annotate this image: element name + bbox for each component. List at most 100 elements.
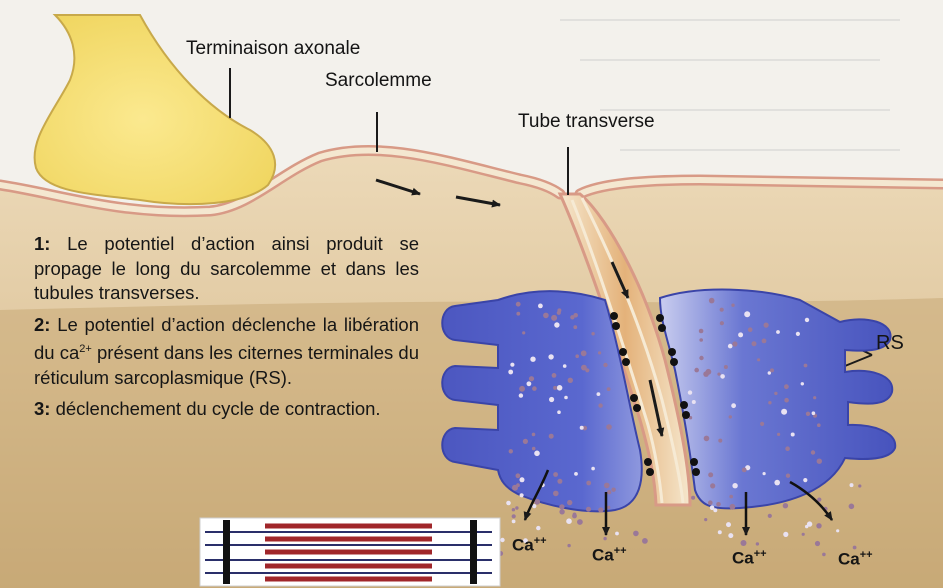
calcium-ion (752, 341, 757, 346)
calcium-ion (563, 364, 567, 368)
step-1-text: Le potentiel d’action ainsi produit se p… (34, 233, 419, 303)
calcium-ion (768, 401, 771, 404)
calcium-ion (551, 315, 557, 321)
ca-label-2: Ca++ (592, 545, 627, 566)
steps-text: 1: Le potentiel d’action ainsi produit s… (34, 232, 419, 429)
calcium-ion (805, 318, 809, 322)
calcium-ion (538, 304, 543, 309)
calcium-ion (597, 392, 601, 396)
calcium-ion (615, 532, 619, 536)
calcium-ion (796, 332, 800, 336)
calcium-ion (559, 509, 564, 514)
calcium-ion (580, 426, 584, 430)
calcium-ion (549, 397, 554, 402)
calcium-ion (607, 490, 611, 494)
calcium-ion (781, 409, 787, 415)
calcium-ion (728, 344, 733, 349)
label-sr: RS (876, 332, 904, 355)
calcium-ion (515, 506, 518, 509)
calcium-ion (710, 483, 715, 488)
calcium-ion (581, 365, 587, 371)
calcium-ion (699, 329, 704, 334)
calcium-ion (732, 483, 737, 488)
calcium-ion (774, 392, 777, 395)
calcium-ion (718, 439, 722, 443)
calcium-ion (724, 365, 728, 369)
calcium-ion (836, 529, 839, 532)
calcium-ion (573, 325, 577, 329)
ca-label-3: Ca++ (732, 548, 767, 569)
calcium-ion (803, 478, 807, 482)
calcium-ion (688, 390, 692, 394)
calcium-ion (730, 504, 736, 510)
calcium-ion (508, 370, 513, 375)
calcium-ion (549, 434, 554, 439)
calcium-ion (726, 522, 731, 527)
step-2-number: 2: (34, 314, 50, 335)
calcium-ion (548, 354, 553, 359)
step-2-text-after: présent dans les citernes terminales du … (34, 342, 419, 388)
calcium-ion (603, 537, 606, 540)
calcium-ion (708, 472, 713, 477)
ca-label-4: Ca++ (838, 549, 873, 570)
calcium-ion (791, 433, 795, 437)
calcium-ion (591, 467, 595, 471)
calcium-ion (557, 410, 561, 414)
calcium-ion (744, 311, 750, 317)
calcium-ion (770, 368, 774, 372)
calcium-ion (732, 341, 737, 346)
calcium-ion (768, 371, 771, 374)
calcium-ion (598, 507, 603, 512)
calcium-ion (611, 488, 615, 492)
calcium-ion (756, 542, 759, 545)
ca-label-1: Ca++ (512, 535, 547, 556)
calcium-ion (530, 357, 535, 362)
calcium-ion (822, 553, 826, 557)
calcium-ion (520, 493, 524, 497)
calcium-ion (598, 403, 602, 407)
calcium-ion (811, 450, 815, 454)
calcium-ion (554, 322, 559, 327)
calcium-ion (586, 481, 591, 486)
calcium-ion (768, 514, 772, 518)
calcium-ion (553, 386, 557, 390)
calcium-ion (748, 327, 753, 332)
calcium-ion (708, 500, 713, 505)
calcium-ion (691, 496, 695, 500)
calcium-ion (567, 544, 570, 547)
calcium-ion (586, 507, 591, 512)
calcium-ion (716, 502, 721, 507)
calcium-ion (763, 472, 766, 475)
calcium-ion (776, 330, 780, 334)
calcium-ion (784, 384, 789, 389)
calcium-ion (764, 323, 769, 328)
calcium-ion (718, 530, 722, 534)
calcium-ion (729, 415, 732, 418)
calcium-ion (532, 433, 536, 437)
calcium-ion (557, 385, 563, 391)
calcium-ion (566, 518, 572, 524)
calcium-ion (729, 495, 733, 499)
calcium-ion (741, 540, 747, 546)
step-2-superscript: 2+ (79, 343, 92, 355)
calcium-ion (720, 308, 724, 312)
calcium-ion (522, 331, 525, 334)
calcium-ion (704, 518, 707, 521)
calcium-ion (534, 451, 540, 457)
calcium-ion (604, 483, 610, 489)
calcium-ion (742, 468, 747, 473)
calcium-ion (731, 403, 736, 408)
calcium-ion (575, 354, 579, 358)
calcium-ion (817, 459, 822, 464)
calcium-ion (817, 423, 821, 427)
calcium-ion (699, 356, 703, 360)
step-1-number: 1: (34, 233, 50, 254)
calcium-ion (633, 531, 639, 537)
calcium-ion (709, 298, 715, 304)
sarcomere (200, 518, 500, 586)
calcium-ion (523, 439, 528, 444)
calcium-ion (784, 398, 789, 403)
calcium-ion (519, 393, 523, 397)
calcium-ion (816, 523, 821, 528)
calcium-ion (804, 364, 808, 368)
